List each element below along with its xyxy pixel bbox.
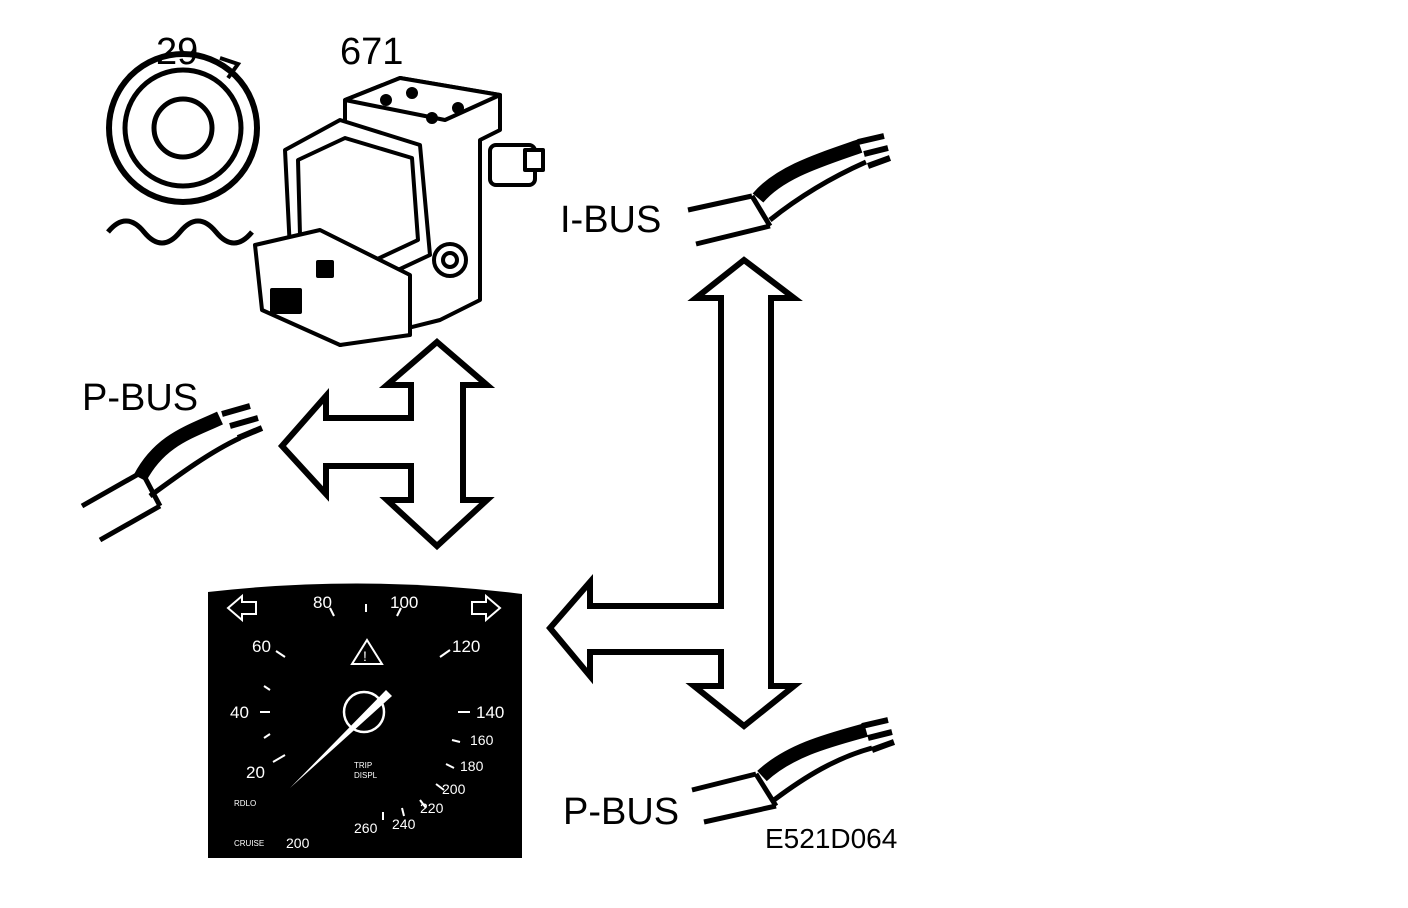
figure-code-label: E521D064 xyxy=(765,823,897,854)
dial-label-160: 160 xyxy=(470,732,494,748)
dial-label-220: 220 xyxy=(420,800,444,816)
dial-label-140: 140 xyxy=(476,703,504,722)
display-line-1: TRIP xyxy=(354,761,372,770)
dial-label-200: 200 xyxy=(442,781,466,797)
dial-label-60: 60 xyxy=(252,637,271,656)
dial-label-100: 100 xyxy=(390,593,418,612)
dial-label-260: 260 xyxy=(354,820,378,836)
sensor-number-label: 29 xyxy=(156,31,198,73)
pbus-right-label: P-BUS xyxy=(563,791,679,833)
control-module-icon xyxy=(253,76,545,347)
dial-label-120: 120 xyxy=(452,637,480,656)
warning-triangle-icon xyxy=(350,638,384,665)
pbus-connector-right-icon xyxy=(691,717,896,825)
left-turn-indicator-icon xyxy=(226,593,257,623)
module-number-label: 671 xyxy=(340,31,403,73)
pbus-left-label: P-BUS xyxy=(82,377,198,419)
arrow-ibus-cluster-pbus xyxy=(546,256,803,730)
bottom-left-label-2: CRUISE xyxy=(234,839,264,848)
dial-tick-marks xyxy=(260,604,470,820)
wheel-speed-sensor-icon xyxy=(106,51,260,246)
display-line-2: DISPL xyxy=(354,771,378,780)
odometer-readout: 200 xyxy=(286,835,310,851)
ibus-label: I-BUS xyxy=(560,199,661,241)
dial-label-80: 80 xyxy=(313,593,332,612)
warning-exclamation-icon: ! xyxy=(363,648,367,664)
dial-label-240: 240 xyxy=(392,816,416,832)
needle-hub xyxy=(342,690,386,734)
bottom-left-label-1: RDLO xyxy=(234,799,256,808)
ibus-connector-icon xyxy=(687,133,892,247)
arrow-module-cluster-pbus xyxy=(277,338,496,551)
instrument-cluster: ! 20 40 60 80 100 120 140 160 xyxy=(208,583,522,858)
dial-label-40: 40 xyxy=(230,703,249,722)
speed-needle xyxy=(290,690,392,788)
right-turn-indicator-icon xyxy=(471,593,502,623)
dial-label-180: 180 xyxy=(460,758,484,774)
pbus-connector-left-icon xyxy=(80,403,264,543)
dial-label-20: 20 xyxy=(246,763,265,782)
